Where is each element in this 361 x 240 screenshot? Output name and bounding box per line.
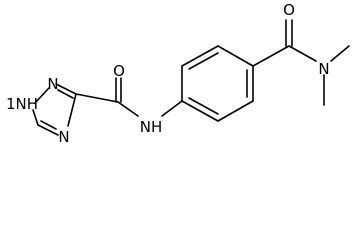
bond-ar-amide-c: [252, 45, 290, 67]
atom-triazole-n2: N: [47, 75, 58, 93]
molecule-diagram: O O NH N N N 1NH: [6, 1, 350, 146]
bond-n4-c5-double: [40, 120, 57, 130]
atom-amide-nh: NH: [140, 118, 163, 136]
bond-ar-3-4: [217, 45, 254, 67]
bond-ar-6-1-inner: [188, 97, 219, 115]
bond-ar-2-3: [181, 45, 219, 67]
bond-c5-n1: [32, 109, 39, 126]
bond-ar-5-6: [217, 100, 254, 122]
structure-drawing: O O NH N N N 1NH: [6, 1, 350, 146]
bond-n2-c3: [55, 83, 77, 95]
bond-amide-c-n: [117, 101, 139, 117]
bond-c3-n4: [67, 93, 77, 127]
bond-n2-c3-double: [57, 89, 74, 99]
bond-c3-amide-c: [75, 93, 119, 103]
bond-ar-6-1: [181, 100, 219, 122]
atom-triazole-nh: 1NH: [6, 95, 38, 113]
atom-triazole-nh-locant: 1: [6, 95, 16, 113]
bond-n-methyl-up: [330, 45, 350, 62]
atom-triazole-nh-symbol: NH: [16, 95, 39, 113]
bond-amide-c-n2: [288, 45, 317, 62]
atom-dimethyl-n: N: [318, 60, 329, 78]
bond-n-ring: [161, 100, 183, 117]
bond-n4-c5: [37, 124, 59, 136]
atom-o-right: O: [283, 1, 295, 19]
atom-triazole-n4: N: [58, 128, 69, 146]
bond-ar-2-3-inner: [188, 52, 219, 70]
bond-n1-n2: [34, 87, 50, 104]
atom-o-left: O: [113, 62, 125, 80]
